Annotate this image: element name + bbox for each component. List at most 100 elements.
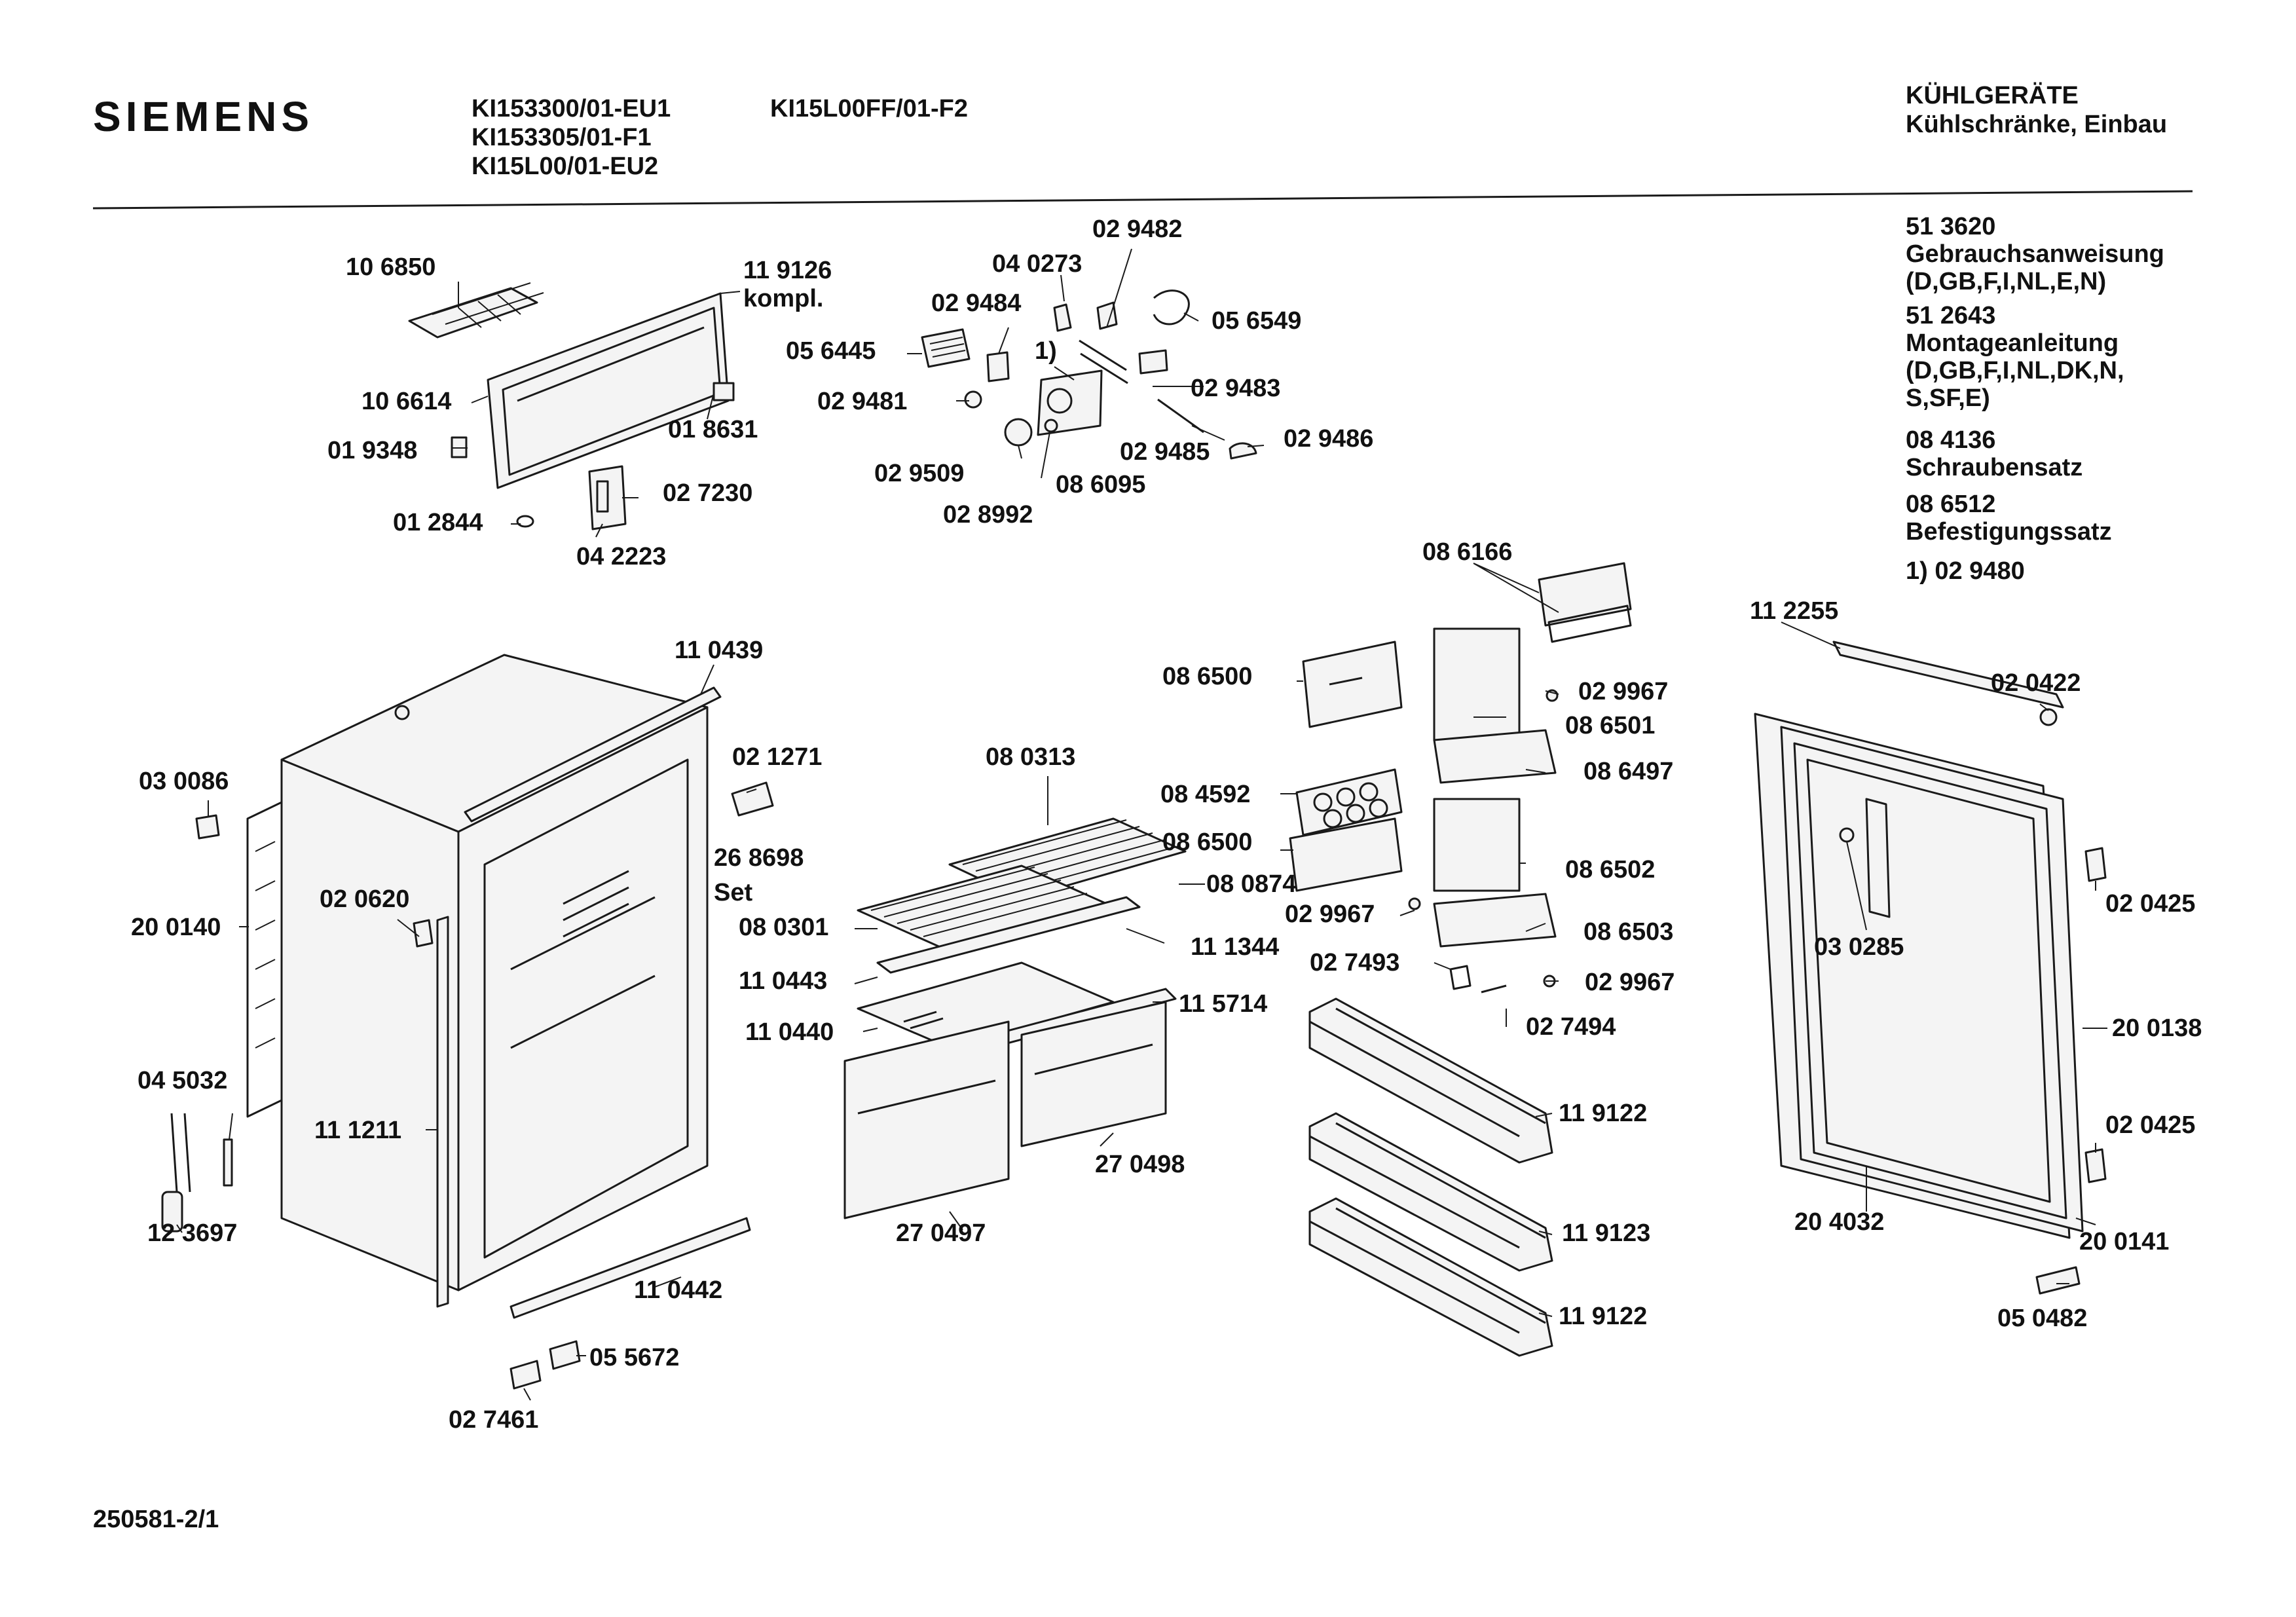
part-label: 02 7494 xyxy=(1526,1013,1616,1041)
egg-cup xyxy=(1346,804,1365,823)
part-label: 05 6549 xyxy=(1212,307,1301,335)
cheese-box-base xyxy=(1433,893,1557,948)
doc-line: (D,GB,F,I,NL,DK,N, xyxy=(1906,357,2124,384)
doc-line: (D,GB,F,I,NL,E,N) xyxy=(1906,268,2106,295)
capillary-coil xyxy=(1153,289,1190,325)
top-rail xyxy=(464,686,722,823)
part-label: 08 0874 xyxy=(1206,870,1296,898)
part-label: 02 9481 xyxy=(817,388,907,415)
drawer-left-line xyxy=(857,1079,996,1115)
freezer-door-group xyxy=(408,282,735,530)
cabinet-side xyxy=(280,758,460,1292)
thermostat-pin xyxy=(1157,398,1204,434)
sensor-clip xyxy=(1138,349,1168,375)
part-label: 04 0273 xyxy=(992,250,1082,278)
part-label: 10 6614 xyxy=(361,388,451,415)
egg-cup xyxy=(1323,809,1342,828)
part-label: 08 6497 xyxy=(1583,758,1673,785)
part-label: 01 8631 xyxy=(668,416,758,443)
part-label: 08 6500 xyxy=(1162,663,1252,690)
switch-plunger xyxy=(1096,301,1118,330)
sensor-sleeve xyxy=(223,1138,233,1187)
door-handle-recess xyxy=(1865,798,1891,918)
brand-logo: SIEMENS xyxy=(93,93,314,140)
doc-line: 1) 02 9480 xyxy=(1906,557,2025,585)
part-label: 08 0301 xyxy=(739,914,828,941)
doc-line: 51 3620 xyxy=(1906,213,1995,240)
side-bracket xyxy=(413,919,434,948)
part-label: 11 5714 xyxy=(1179,990,1267,1018)
part-label: 02 9509 xyxy=(874,460,964,487)
knob-insert xyxy=(1044,418,1058,433)
condenser-ribs xyxy=(255,841,276,1049)
part-label: 02 9485 xyxy=(1120,438,1210,466)
model-number-1: KI153300/01-EU1 xyxy=(472,95,671,122)
lower-hinge xyxy=(2035,1266,2081,1295)
butter-compartment-lid xyxy=(1538,562,1632,627)
cabinet-inner-lines xyxy=(510,870,656,1049)
hinge-screw xyxy=(2039,708,2058,726)
part-label: 04 2223 xyxy=(576,543,666,570)
part-label: 02 0620 xyxy=(320,885,409,913)
part-label: 01 2844 xyxy=(393,509,483,536)
spring-washer xyxy=(516,515,534,528)
thermostat-housing xyxy=(1037,369,1103,436)
spring-part xyxy=(1449,965,1472,990)
egg-cup xyxy=(1369,798,1388,818)
model-number-2: KI153305/01-F1 xyxy=(472,124,652,151)
part-label: 08 6166 xyxy=(1422,538,1512,566)
part-label: 02 7493 xyxy=(1310,949,1399,976)
part-label: 20 0140 xyxy=(131,914,221,941)
part-label: 08 6095 xyxy=(1056,471,1145,498)
part-label: 02 0422 xyxy=(1991,669,2081,697)
shelf-grid-middle xyxy=(870,866,1088,937)
part-label: 01 9348 xyxy=(327,437,417,464)
part-label: 11 9122 xyxy=(1559,1303,1647,1330)
cable-clip xyxy=(1229,442,1257,460)
category-subtitle: Kühlschränke, Einbau xyxy=(1906,111,2167,138)
bottom-rail xyxy=(509,1217,751,1319)
category-title: KÜHLGERÄTE xyxy=(1906,81,2079,109)
freezer-door-flap xyxy=(487,292,730,489)
part-label: 12 3697 xyxy=(147,1219,237,1247)
adjusting-screw xyxy=(964,390,982,409)
part-label: 10 6850 xyxy=(346,253,435,281)
crisper-drawer-right xyxy=(1020,1001,1167,1147)
cabinet-front xyxy=(457,706,709,1292)
doc-line: 08 4136 xyxy=(1906,426,1995,454)
part-label: 08 6501 xyxy=(1565,712,1655,739)
part-label: 02 1271 xyxy=(732,743,822,771)
shelf-grid-top xyxy=(962,819,1179,891)
shelf-trim xyxy=(876,896,1141,974)
part-label: 02 9967 xyxy=(1585,969,1675,996)
egg-cup xyxy=(1359,782,1379,802)
part-label: 08 6502 xyxy=(1565,856,1655,883)
part-label: 20 0138 xyxy=(2112,1014,2202,1042)
door-shelves-group xyxy=(1308,997,1553,1357)
part-label: 11 0440 xyxy=(745,1018,834,1046)
temperature-sensor xyxy=(161,1191,183,1233)
doc-line: Schraubensatz xyxy=(1906,454,2083,481)
part-label: 05 5672 xyxy=(589,1344,679,1371)
thermostat-shaft xyxy=(1046,388,1073,414)
fridge-door-group xyxy=(1754,641,2107,1295)
part-label: 11 9122 xyxy=(1559,1100,1647,1127)
part-label: 11 9126 xyxy=(743,257,832,284)
part-label: 11 0443 xyxy=(739,967,827,995)
door-shelf-top-lines xyxy=(1309,1007,1546,1138)
part-label: 02 9486 xyxy=(1284,425,1373,453)
cabinet-body xyxy=(161,654,774,1390)
part-label: 03 0086 xyxy=(139,768,229,795)
part-label: kompl. xyxy=(743,285,823,312)
part-label: 27 0498 xyxy=(1095,1151,1185,1178)
thermostat-group xyxy=(921,289,1257,460)
part-label: Set xyxy=(714,879,752,906)
part-label: 08 0313 xyxy=(986,743,1075,771)
part-label: 05 6445 xyxy=(786,337,876,365)
door-shelf-middle-lines xyxy=(1309,1122,1546,1249)
part-label: 02 9483 xyxy=(1191,375,1280,402)
part-label: 1) xyxy=(1035,337,1057,365)
door-gasket xyxy=(1780,726,2084,1233)
latch-slot xyxy=(596,480,609,513)
